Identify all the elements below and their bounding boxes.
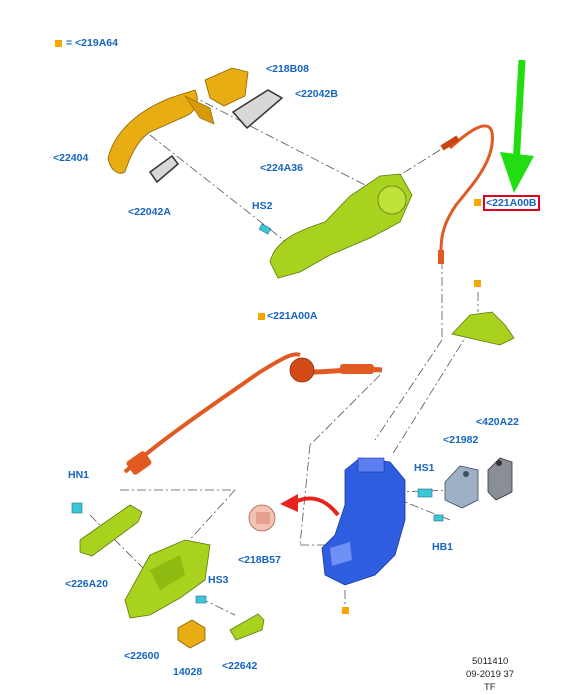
exterior-handle-part: [107, 89, 215, 174]
cover-22642-part: [229, 613, 265, 641]
bezel-226A20-part: [79, 504, 143, 557]
marker-221A00B-icon: [474, 199, 481, 206]
screw-hs3-icon: [195, 595, 207, 604]
screw-hs1-icon: [417, 488, 433, 498]
legend-marker-icon: [55, 40, 62, 47]
callout-HS2: HS2: [252, 200, 273, 212]
footer-tag: TF: [484, 682, 496, 693]
footer-code: 5011410: [472, 656, 509, 667]
red-curved-arrow-icon: [280, 494, 340, 517]
bracket-21982-part: [444, 465, 479, 509]
callout-HN1: HN1: [68, 469, 90, 481]
cable-bracket-part: [451, 311, 515, 346]
latch-218B57-part: [248, 504, 276, 532]
footer-date: 09-2019 37: [466, 669, 515, 680]
callout-218B57: <218B57: [238, 554, 281, 566]
callout-226A20: <226A20: [65, 578, 108, 590]
callout-22404: <22404: [53, 152, 89, 164]
clip-hn1-icon: [71, 502, 83, 514]
screw-hs2-icon: [258, 223, 272, 235]
gasket-22042A-part: [148, 154, 180, 184]
callout-420A22: <420A22: [476, 416, 519, 428]
callout-221A00B-highlighted: <221A00B: [483, 195, 540, 211]
callout-22642: <22642: [222, 660, 258, 672]
marker-actuator-icon: [342, 607, 349, 614]
callout-HS1: HS1: [414, 462, 435, 474]
switch-14028-part: [177, 619, 206, 649]
callout-14028: 14028: [173, 666, 203, 678]
callout-218B08: <218B08: [266, 63, 309, 75]
callout-HB1: HB1: [432, 541, 454, 553]
cover-420A22-part: [487, 457, 513, 501]
gasket-22042B-part: [231, 89, 284, 130]
handle-bracket-part: [269, 173, 413, 279]
cable-221A00B-part: [438, 124, 494, 264]
door-latch-actuator-part: [321, 457, 406, 586]
callout-22042A: <22042A: [128, 206, 171, 218]
marker-bracket-icon: [474, 280, 481, 287]
callout-221A00A: <221A00A: [267, 310, 318, 322]
interior-handle-part: [124, 539, 211, 619]
callout-224A36: <224A36: [260, 162, 303, 174]
callout-22600: <22600: [124, 650, 160, 662]
marker-221A00A-icon: [258, 313, 265, 320]
green-arrow-icon: [500, 59, 534, 193]
callout-HS3: HS3: [208, 574, 229, 586]
legend-text: = <219A64: [66, 37, 118, 49]
handle-cap-part: [204, 67, 249, 107]
callout-22042B: <22042B: [295, 88, 338, 100]
cable-221A00A-part: [123, 352, 383, 475]
bolt-hb1-icon: [433, 514, 444, 522]
callout-21982: <21982: [443, 434, 479, 446]
